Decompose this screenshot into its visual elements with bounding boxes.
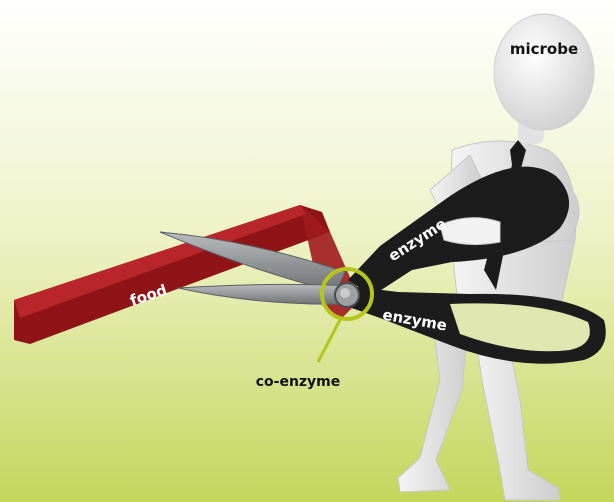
lower-blade <box>177 283 353 305</box>
coenzyme-pointer-line <box>316 317 343 363</box>
upper-blade <box>159 231 346 293</box>
coenzyme-highlight-ring <box>320 267 374 321</box>
microbe-label: microbe <box>510 40 578 58</box>
coenzyme-label: co-enzyme <box>256 374 341 390</box>
